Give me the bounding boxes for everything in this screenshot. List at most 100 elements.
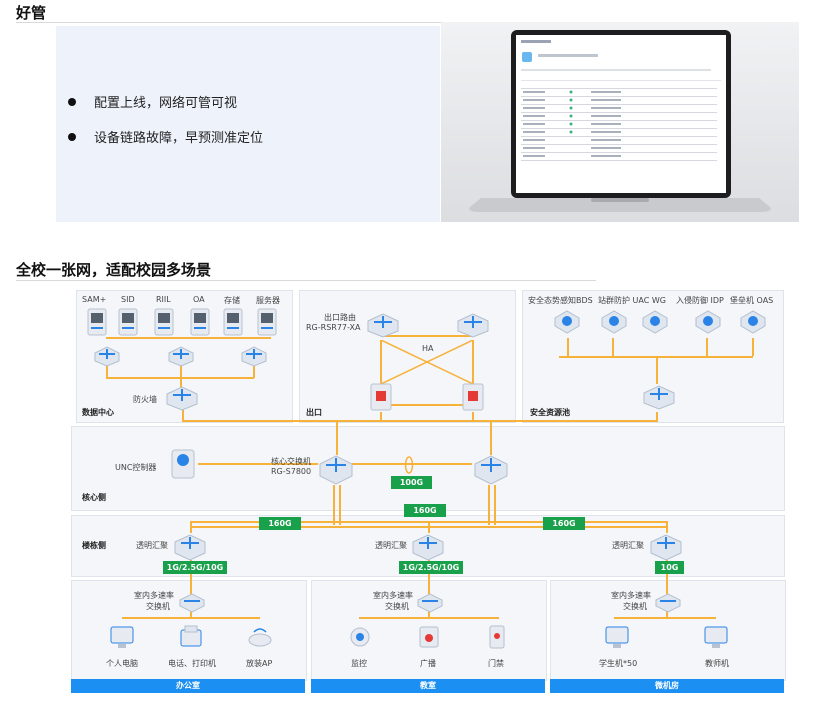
access-switch-icon: [417, 593, 443, 613]
device-label: 监控: [351, 659, 367, 668]
feature-box: 配置上线，网络可管可视 设备链路故障，早预测准定位: [56, 26, 440, 222]
link-line: [567, 338, 569, 356]
exit-router-model: RG-RSR77-XA: [306, 323, 361, 332]
laptop-illustration: [441, 22, 799, 222]
aggregation-switch-icon: [174, 534, 206, 561]
server-label: RIIL: [156, 295, 171, 304]
bullet-dot-icon: [68, 97, 76, 106]
core-switch-icon: [319, 455, 353, 485]
link-line: [336, 420, 338, 455]
server-icon: [154, 308, 174, 336]
scenario-bar-office: 办公室: [71, 679, 305, 693]
core-switch-label: 核心交换机: [271, 457, 311, 466]
zone-label-datacenter: 数据中心: [82, 408, 114, 417]
scenario-bar-classroom: 教室: [311, 679, 545, 693]
access-point-icon: [248, 628, 272, 647]
pc-icon: [110, 626, 134, 648]
security-appliance-icon: [601, 310, 627, 334]
access-switch-label: 交换机: [146, 602, 170, 611]
link-line: [380, 340, 382, 384]
link-line: [106, 360, 108, 378]
link-line: [339, 485, 341, 525]
controller-icon: [171, 449, 195, 479]
switch-icon: [168, 346, 194, 367]
access-switch-label: 室内多速率: [134, 591, 174, 600]
device-label: 门禁: [488, 659, 504, 668]
link-line: [488, 485, 490, 525]
security-appliance-icon: [695, 310, 721, 334]
link-line: [666, 610, 668, 618]
link-line: [666, 560, 668, 594]
link-line: [494, 485, 496, 525]
camera-icon: [350, 627, 370, 647]
link-line: [614, 617, 716, 619]
security-item-label: 堡垒机 OAS: [730, 296, 774, 305]
access-switch-label: 交换机: [623, 602, 647, 611]
server-label: SAM+: [82, 295, 107, 304]
device-label: 电话、打印机: [168, 659, 216, 668]
feature-bullet: 设备链路故障，早预测准定位: [68, 127, 263, 146]
link-line: [656, 356, 658, 384]
link-speed-badge: 100G: [391, 476, 432, 489]
link-line: [428, 610, 430, 618]
aggregation-switch-icon: [650, 534, 682, 561]
link-line: [190, 560, 192, 594]
student-pc-icon: [605, 626, 629, 648]
router-icon: [367, 313, 399, 338]
security-item-label: 入侵防御 IDP: [676, 296, 724, 305]
link-line: [752, 338, 754, 356]
device-label: 学生机*50: [599, 659, 638, 668]
link-line: [198, 463, 318, 465]
server-icon: [87, 308, 107, 336]
aggregation-label: 透明汇聚: [612, 541, 644, 550]
link-aggregation-icon: [404, 456, 414, 474]
aggregation-switch-icon: [412, 534, 444, 561]
security-appliance-icon: [642, 310, 668, 334]
speaker-icon: [419, 626, 439, 648]
zone-label-core: 核心侧: [82, 493, 106, 502]
aggregation-label: 透明汇聚: [375, 541, 407, 550]
link-speed-badge: 160G: [543, 517, 585, 530]
link-line: [180, 378, 182, 390]
link-speed-badge: 10G: [655, 561, 684, 574]
link-line: [253, 360, 255, 378]
server-label: 服务器: [256, 296, 280, 305]
teacher-pc-icon: [704, 626, 728, 648]
exit-router-label: 出口路由: [324, 313, 356, 322]
core-switch-model: RG-S7800: [271, 467, 312, 476]
device-label: 放装AP: [246, 659, 273, 668]
firewall-icon: [166, 386, 198, 411]
link-line: [428, 560, 430, 594]
link-line: [656, 412, 658, 421]
link-speed-badge: 160G: [259, 517, 301, 530]
heading-rule: [16, 280, 596, 281]
security-item-label: 站群防护 UAC WG: [598, 296, 666, 305]
link-speed-badge: 1G/2.5G/10G: [399, 561, 463, 574]
link-speed-badge: 1G/2.5G/10G: [163, 561, 227, 574]
security-item-label: 安全态势感知BDS: [528, 296, 593, 305]
firewall-icon: [462, 383, 484, 411]
link-speed-badge: 160G: [404, 504, 446, 517]
bullet-text: 设备链路故障，早预测准定位: [94, 131, 264, 146]
zone-label-exit: 出口: [306, 408, 322, 417]
access-switch-label: 交换机: [385, 602, 409, 611]
access-switch-label: 室内多速率: [373, 591, 413, 600]
scenario-bar-lab: 微机房: [550, 679, 784, 693]
link-line: [380, 412, 382, 421]
phone-printer-icon: [180, 625, 202, 647]
link-line: [333, 485, 335, 525]
bullet-text: 配置上线，网络可管可视: [94, 96, 238, 111]
feature-bullet: 配置上线，网络可管可视: [68, 92, 237, 111]
link-line: [122, 617, 260, 619]
link-line: [612, 338, 614, 356]
bullet-dot-icon: [68, 132, 76, 141]
access-switch-label: 室内多速率: [611, 591, 651, 600]
core-switch-icon: [474, 455, 508, 485]
server-icon: [257, 308, 277, 336]
switch-icon: [94, 346, 120, 367]
switch-icon: [643, 385, 675, 410]
link-line: [381, 404, 473, 406]
access-switch-icon: [655, 593, 681, 613]
server-icon: [190, 308, 210, 336]
link-line: [190, 521, 192, 533]
